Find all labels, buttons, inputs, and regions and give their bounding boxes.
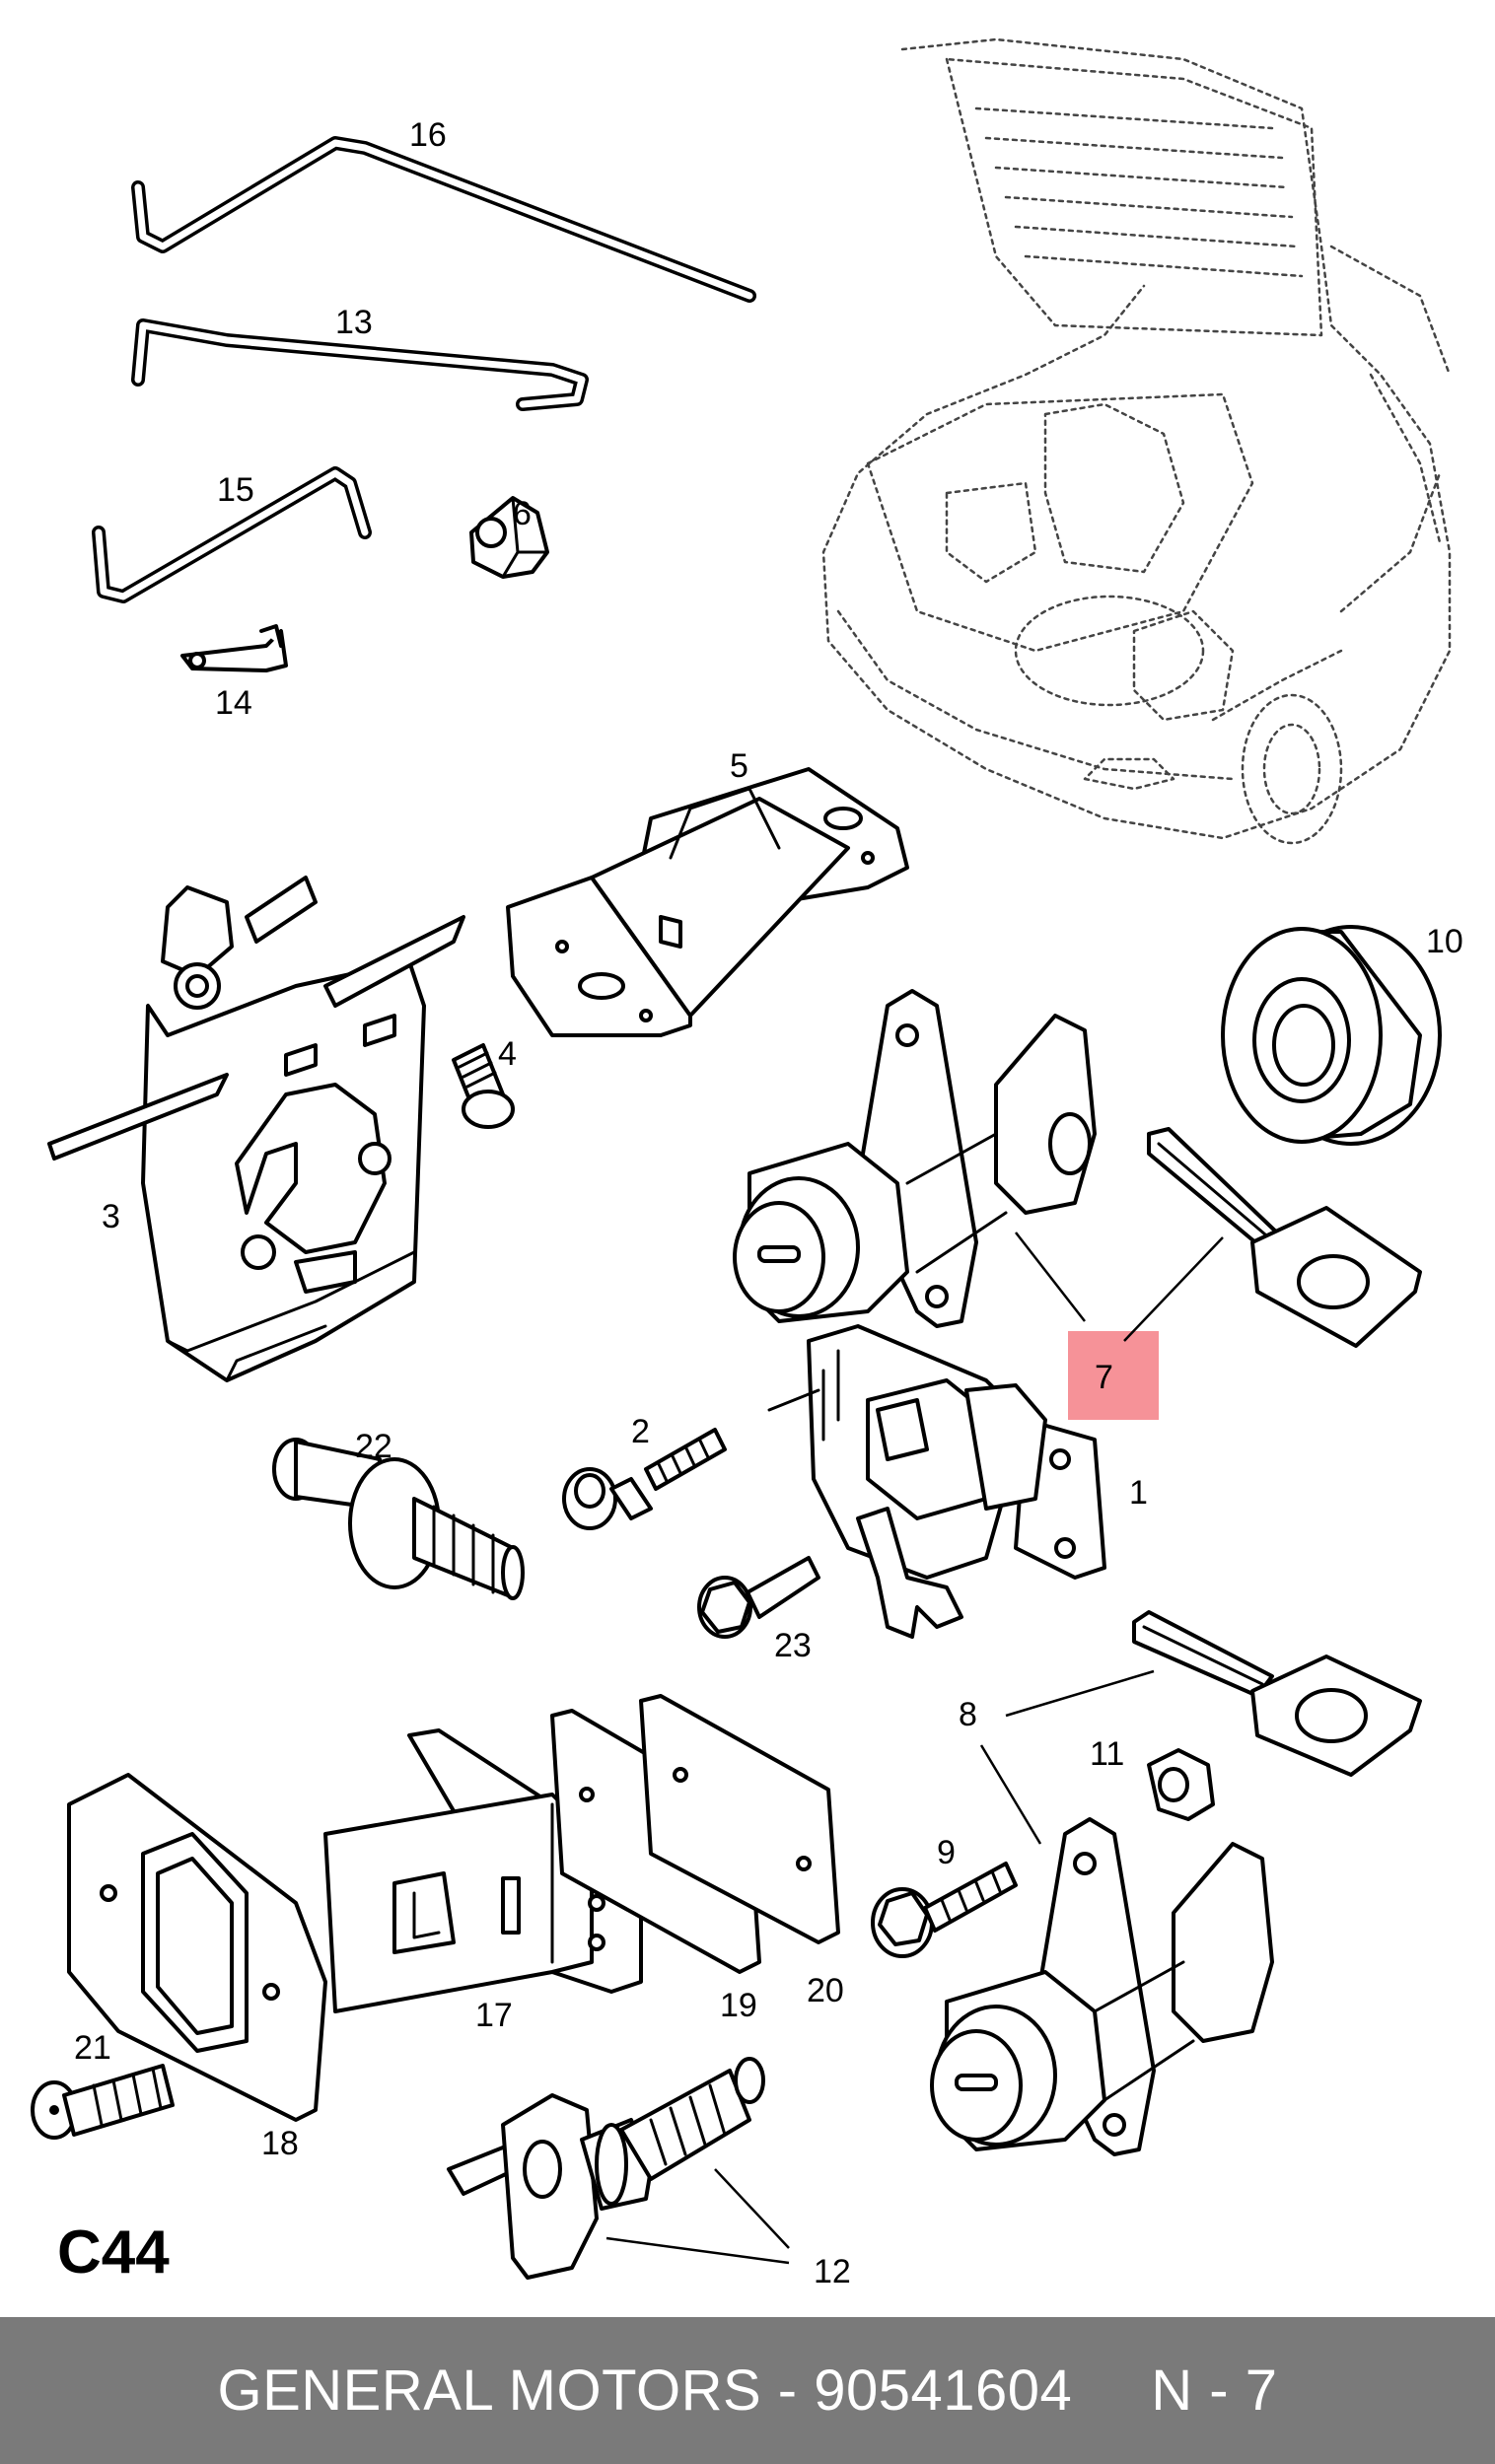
footer-dash: - <box>777 2358 798 2423</box>
label-21: 21 <box>74 2029 111 2067</box>
label-8: 8 <box>959 1696 977 1733</box>
part-14-clip <box>180 624 288 672</box>
label-13: 13 <box>335 304 373 341</box>
label-15: 15 <box>217 471 254 509</box>
label-18: 18 <box>261 2125 299 2162</box>
part-11-nut <box>1147 1748 1215 1821</box>
part-13-rod <box>131 318 589 411</box>
part-16-rod <box>131 136 756 303</box>
label-5: 5 <box>730 747 748 785</box>
part-4-screw <box>452 1043 515 1129</box>
part-8-key-lower <box>1132 1610 1422 1777</box>
label-2: 2 <box>631 1413 650 1450</box>
label-7: 7 <box>1095 1359 1113 1396</box>
label-19: 19 <box>720 1987 757 2024</box>
part-1-lock-mechanism <box>767 1324 1106 1639</box>
label-9: 9 <box>937 1834 956 1871</box>
label-4: 4 <box>498 1035 517 1073</box>
part-7-key-upper <box>1147 1127 1422 1348</box>
label-6: 6 <box>513 495 532 532</box>
part-15-rod <box>92 466 372 603</box>
leader-8a <box>1005 1669 1155 1718</box>
part-6-clip <box>469 496 549 579</box>
label-17: 17 <box>475 1997 513 2034</box>
part-2-screw <box>562 1428 727 1530</box>
leader-7a <box>1015 1232 1086 1322</box>
label-11: 11 <box>1090 1735 1124 1773</box>
footer-brand: GENERAL MOTORS <box>217 2358 762 2423</box>
label-14: 14 <box>215 684 252 722</box>
part-5-bracket <box>506 767 909 1037</box>
label-23: 23 <box>774 1627 812 1664</box>
part-17-striker <box>323 1728 643 2013</box>
part-20-shim <box>639 1694 840 1944</box>
part-21-screw <box>31 2064 175 2140</box>
part-22-bolt <box>272 1438 525 1600</box>
label-12: 12 <box>814 2253 851 2290</box>
part-7-lock-upper <box>733 989 1097 1328</box>
part-18-plate <box>67 1773 327 2122</box>
label-10: 10 <box>1426 923 1463 960</box>
part-3-latch <box>47 876 465 1382</box>
label-16: 16 <box>409 116 447 154</box>
part-9-screw <box>871 1862 1018 1958</box>
car-illustration <box>821 37 1452 845</box>
part-23-screw <box>697 1556 820 1639</box>
leader-12b <box>605 2236 790 2265</box>
footer-bar: GENERAL MOTORS - 90541604 N - 7 <box>0 2317 1495 2464</box>
label-1: 1 <box>1129 1474 1148 1512</box>
label-3: 3 <box>102 1198 120 1235</box>
highlight-box <box>1068 1331 1159 1420</box>
parts-diagram: 16 13 15 6 14 5 10 4 3 7 1 22 2 23 8 11 … <box>31 37 1463 2290</box>
leader-8b <box>979 1744 1042 1845</box>
section-code: C44 <box>57 2218 170 2287</box>
part-10-cylinder <box>1221 925 1442 1146</box>
label-22: 22 <box>355 1428 392 1465</box>
part-8-lock-lower <box>930 1817 1274 2156</box>
leader-12a <box>714 2168 790 2249</box>
part-12-key-cylinder <box>447 2057 765 2280</box>
footer-part-number: 90541604 <box>814 2358 1073 2423</box>
footer-position: N - 7 <box>1151 2358 1278 2423</box>
leader-7b <box>1123 1236 1224 1342</box>
label-20: 20 <box>807 1972 844 2009</box>
